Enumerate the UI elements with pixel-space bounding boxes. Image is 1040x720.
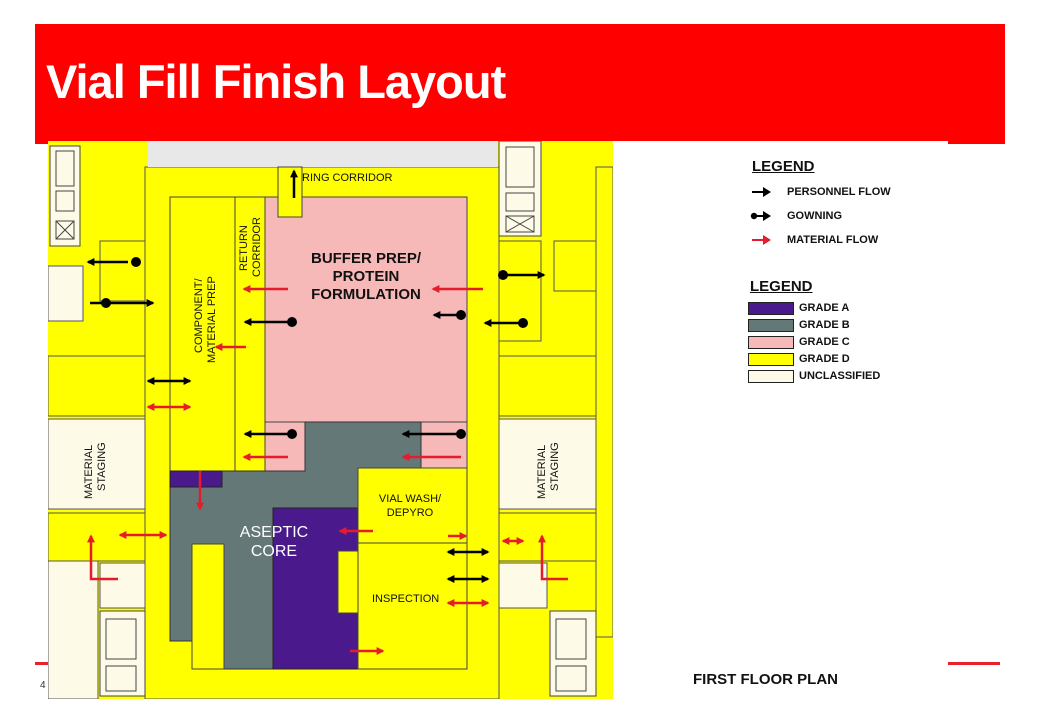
unclassified-swatch (748, 369, 794, 383)
right-staging-label-1: MATERIAL (536, 445, 548, 499)
right-corridor-lower (498, 512, 597, 562)
buffer-prep-label-1: BUFFER PREP/ (311, 250, 422, 267)
right-lift (498, 562, 548, 609)
grade-c-corner-left (264, 421, 306, 473)
grade-a-notch (337, 550, 359, 614)
legend-gowning: GOWNING (749, 208, 842, 224)
gowning-arrow-icon (750, 211, 771, 221)
legend-unclassified: UNCLASSIFIED (748, 369, 880, 383)
grade-c-corner-right (420, 421, 468, 469)
page-number: 4 (40, 680, 46, 691)
ring-corridor-label: RING CORRIDOR (302, 172, 393, 184)
grade-b-swatch (748, 318, 794, 332)
aseptic-core-label-1: ASEPTIC (240, 524, 308, 541)
vial-wash-label-2: DEPYRO (387, 507, 434, 519)
right-corridor-band (498, 355, 597, 417)
core-yellow-pocket (191, 543, 225, 670)
floor-plan: RING CORRIDOR RETURN CORRIDOR COMPONENT/… (47, 140, 614, 700)
grade-a-strip (169, 470, 223, 488)
legend-gowning-label: GOWNING (787, 210, 842, 222)
left-staging-label-1: MATERIAL (83, 445, 95, 499)
grade-legend-heading: LEGEND (750, 278, 813, 295)
right-airlock (498, 240, 542, 342)
material-flow-arrows (86, 284, 568, 656)
grade-d-label: GRADE D (799, 353, 850, 365)
legend-grade-b: GRADE B (748, 318, 850, 332)
vial-wash-label-1: VIAL WASH/ (379, 493, 442, 505)
component-prep-label-1: COMPONENT/ (193, 278, 205, 354)
return-corridor-label-1: RETURN (238, 225, 250, 271)
title-banner: Vial Fill Finish Layout (35, 24, 1005, 144)
left-stairwell-bottom (99, 610, 146, 697)
right-stairwell-bottom (549, 610, 597, 697)
left-staging-label-2: STAGING (96, 442, 108, 491)
legend-grade-c: GRADE C (748, 335, 850, 349)
unclassified-label: UNCLASSIFIED (799, 370, 881, 382)
buffer-prep-label-2: PROTEIN (333, 268, 400, 285)
legend-personnel-label: PERSONNEL FLOW (787, 186, 891, 198)
personnel-flow-dots (101, 257, 528, 439)
slide-title: Vial Fill Finish Layout (46, 55, 506, 108)
grade-b-label: GRADE B (799, 319, 850, 331)
left-airlock-top (99, 240, 146, 302)
top-unclassified-strip (148, 141, 498, 167)
grade-c-swatch (748, 335, 794, 349)
legend-material-label: MATERIAL FLOW (787, 234, 879, 246)
component-prep-room (169, 196, 236, 472)
legend-material-flow: MATERIAL FLOW (749, 232, 878, 248)
material-flow-arrow-icon (752, 235, 771, 245)
left-corridor-band (47, 355, 146, 417)
floor-plan-drawing: RING CORRIDOR RETURN CORRIDOR COMPONENT/… (47, 140, 614, 700)
right-stairwell-top (498, 140, 542, 237)
left-corridor-lower (47, 512, 146, 562)
grade-d-swatch (748, 352, 794, 366)
grade-c-label: GRADE C (799, 336, 850, 348)
left-lift (99, 562, 146, 609)
footer-rule-left (35, 662, 48, 665)
left-material-staging (47, 418, 146, 510)
personnel-flow-arrow-icon (752, 187, 771, 197)
left-stairwell-top (49, 145, 81, 247)
buffer-prep-room (264, 196, 468, 423)
flow-legend-heading: LEGEND (752, 158, 815, 175)
return-corridor-label-2: CORRIDOR (251, 217, 263, 277)
footer-rule-right (948, 662, 1000, 665)
buffer-prep-label-3: FORMULATION (311, 286, 421, 303)
legend-grade-a: GRADE A (748, 301, 849, 315)
legend-personnel-flow: PERSONNEL FLOW (749, 184, 891, 200)
left-unclassified-room (47, 265, 84, 322)
left-lower-room (47, 560, 99, 700)
legend-panel: LEGEND PERSONNEL FLOW GOWNING MATERIAL F… (613, 141, 948, 699)
right-staging-label-2: STAGING (549, 442, 561, 491)
aseptic-core-label-2: CORE (251, 543, 297, 560)
inspection-label: INSPECTION (372, 593, 439, 605)
grade-a-swatch (748, 301, 794, 315)
far-right-strip (595, 166, 614, 638)
right-small-room (553, 240, 597, 292)
grade-a-label: GRADE A (799, 302, 850, 314)
right-material-staging (498, 418, 597, 510)
ring-corridor-stub (277, 166, 303, 218)
component-prep-label-2: MATERIAL PREP (206, 276, 218, 363)
plan-caption: FIRST FLOOR PLAN (693, 671, 838, 688)
legend-grade-d: GRADE D (748, 352, 850, 366)
vial-wash-room (357, 467, 468, 544)
